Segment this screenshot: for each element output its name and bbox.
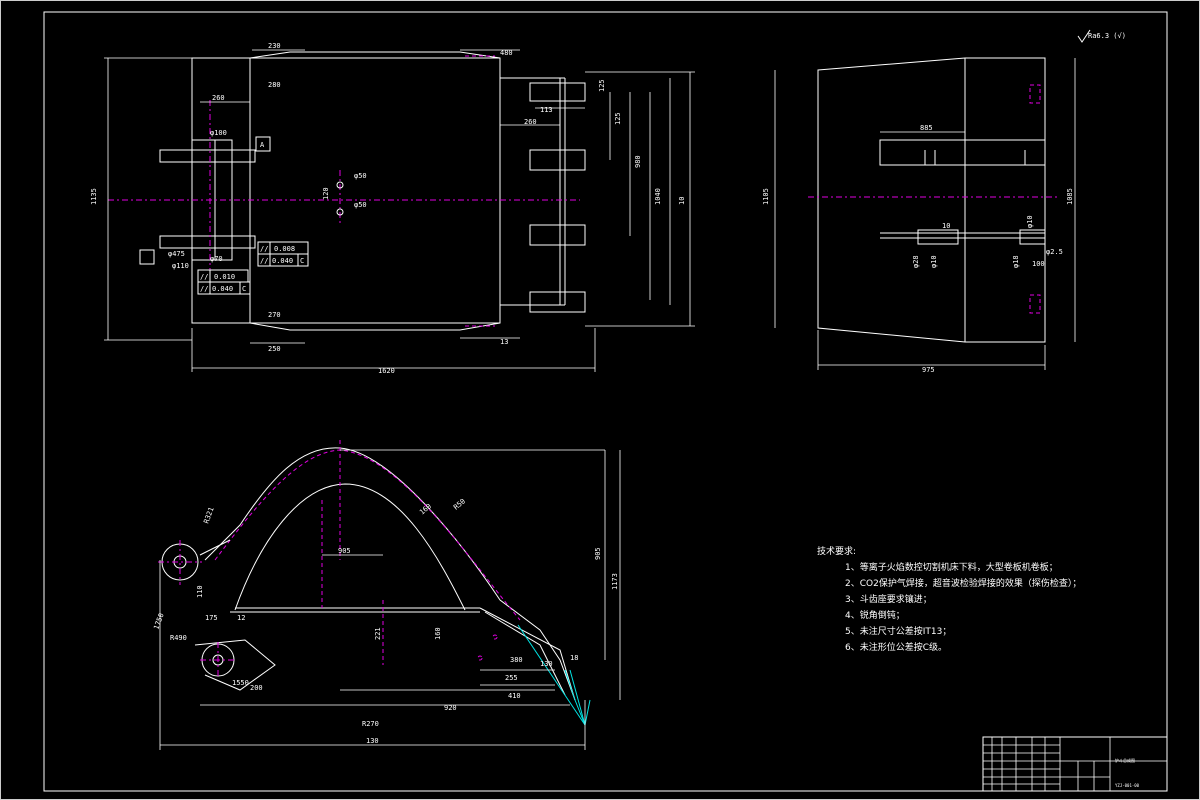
svg-text:φ10: φ10 xyxy=(930,255,938,268)
svg-text:1135: 1135 xyxy=(90,188,98,205)
svg-text:1620: 1620 xyxy=(378,367,395,375)
svg-text:4、锐角倒钝；: 4、锐角倒钝； xyxy=(845,609,905,621)
svg-text:R321: R321 xyxy=(202,506,215,525)
svg-text:175: 175 xyxy=(205,614,218,622)
front-view: 905 905 1173 R270 130 R321 160 R50 110 1… xyxy=(152,440,621,750)
svg-text:φ10: φ10 xyxy=(1026,215,1034,228)
svg-text:0.010: 0.010 xyxy=(214,273,235,281)
side-view: 1105 1085 885 975 10 φ28 φ10 φ18 φ10 100… xyxy=(762,57,1076,374)
roughness-symbol: Ra6.3 (√) xyxy=(1077,29,1126,43)
title-block: 铲斗总成图 YZJ-001-00 xyxy=(982,736,1168,792)
svg-text:φ475: φ475 xyxy=(168,250,185,258)
svg-text:980: 980 xyxy=(634,155,642,168)
svg-text:885: 885 xyxy=(920,124,933,132)
svg-text:铲斗总成图: 铲斗总成图 xyxy=(1115,757,1135,763)
svg-text:φ50: φ50 xyxy=(354,201,367,209)
svg-text:230: 230 xyxy=(268,42,281,50)
svg-text:6、未注形位公差按C级。: 6、未注形位公差按C级。 xyxy=(845,641,947,653)
svg-text:φ110: φ110 xyxy=(172,262,189,270)
svg-text:φ50: φ50 xyxy=(354,172,367,180)
top-view: A // 0.008 // 0.040 C // 0.010 // 0.040 … xyxy=(90,42,695,375)
svg-text:A: A xyxy=(260,141,265,149)
svg-text:0.008: 0.008 xyxy=(274,245,295,253)
svg-text:410: 410 xyxy=(508,692,521,700)
svg-text:255: 255 xyxy=(505,674,518,682)
svg-text:12: 12 xyxy=(237,614,245,622)
svg-text:1750: 1750 xyxy=(152,612,165,631)
svg-text:200: 200 xyxy=(250,684,263,692)
svg-text:3、斗齿座要求镶进；: 3、斗齿座要求镶进； xyxy=(845,593,932,605)
svg-text:920: 920 xyxy=(444,704,457,712)
svg-text:10: 10 xyxy=(942,222,950,230)
svg-text:R50: R50 xyxy=(452,497,467,511)
svg-text:905: 905 xyxy=(594,547,602,560)
svg-text:221: 221 xyxy=(374,627,382,640)
svg-text:R490: R490 xyxy=(170,634,187,642)
svg-text:5、未注尺寸公差按IT13；: 5、未注尺寸公差按IT13； xyxy=(845,625,951,637)
svg-text:0.040: 0.040 xyxy=(272,257,293,265)
svg-text:110: 110 xyxy=(196,585,204,598)
svg-text:R270: R270 xyxy=(362,720,379,728)
svg-text:10: 10 xyxy=(678,197,686,205)
svg-text:480: 480 xyxy=(500,49,513,57)
svg-text:φ18: φ18 xyxy=(1012,255,1020,268)
svg-text:1040: 1040 xyxy=(654,188,662,205)
svg-text:Ra6.3 (√): Ra6.3 (√) xyxy=(1088,32,1126,40)
svg-text:250: 250 xyxy=(268,345,281,353)
svg-text://: // xyxy=(200,273,208,281)
svg-text:380: 380 xyxy=(510,656,523,664)
svg-text:技术要求:: 技术要求: xyxy=(817,545,856,557)
svg-text:113: 113 xyxy=(540,106,553,114)
svg-text:13: 13 xyxy=(500,338,508,346)
svg-text:φ28: φ28 xyxy=(912,255,920,268)
svg-text:260: 260 xyxy=(212,94,225,102)
svg-text:φ70: φ70 xyxy=(210,255,223,263)
svg-text:125: 125 xyxy=(598,79,606,92)
svg-text:125: 125 xyxy=(614,112,622,125)
svg-text:280: 280 xyxy=(268,81,281,89)
technical-requirements: 技术要求: 1、等离子火焰数控切割机床下料，大型卷板机卷板； 2、CO2保护气焊… xyxy=(817,545,1081,653)
svg-text:905: 905 xyxy=(338,547,351,555)
svg-text:1085: 1085 xyxy=(1066,188,1074,205)
svg-text:2、CO2保护气焊接，超音波检验焊接的效果（探伤检查）；: 2、CO2保护气焊接，超音波检验焊接的效果（探伤检查）； xyxy=(845,577,1081,589)
svg-text:120: 120 xyxy=(322,187,330,200)
svg-text://: // xyxy=(260,257,268,265)
svg-text:0.040: 0.040 xyxy=(212,285,233,293)
svg-text:260: 260 xyxy=(524,118,537,126)
svg-text:C: C xyxy=(300,257,304,265)
svg-text:100: 100 xyxy=(1032,260,1045,268)
svg-text:130: 130 xyxy=(366,737,379,745)
svg-text:160: 160 xyxy=(434,627,442,640)
svg-text:130: 130 xyxy=(540,660,553,668)
svg-text:270: 270 xyxy=(268,311,281,319)
svg-text:975: 975 xyxy=(922,366,935,374)
svg-text:C: C xyxy=(242,285,246,293)
svg-text:φ2.5: φ2.5 xyxy=(1046,248,1063,256)
svg-text:160: 160 xyxy=(418,502,433,516)
svg-text:1550: 1550 xyxy=(232,679,249,687)
svg-text:18: 18 xyxy=(570,654,578,662)
svg-text://: // xyxy=(200,285,208,293)
svg-text:1105: 1105 xyxy=(762,188,770,205)
svg-text:YZJ-001-00: YZJ-001-00 xyxy=(1115,783,1140,788)
drawing-border xyxy=(43,11,1168,792)
svg-text:1、等离子火焰数控切割机床下料，大型卷板机卷板；: 1、等离子火焰数控切割机床下料，大型卷板机卷板； xyxy=(845,561,1058,573)
svg-text:φ100: φ100 xyxy=(210,129,227,137)
svg-text:1173: 1173 xyxy=(611,573,619,590)
svg-text://: // xyxy=(260,245,268,253)
